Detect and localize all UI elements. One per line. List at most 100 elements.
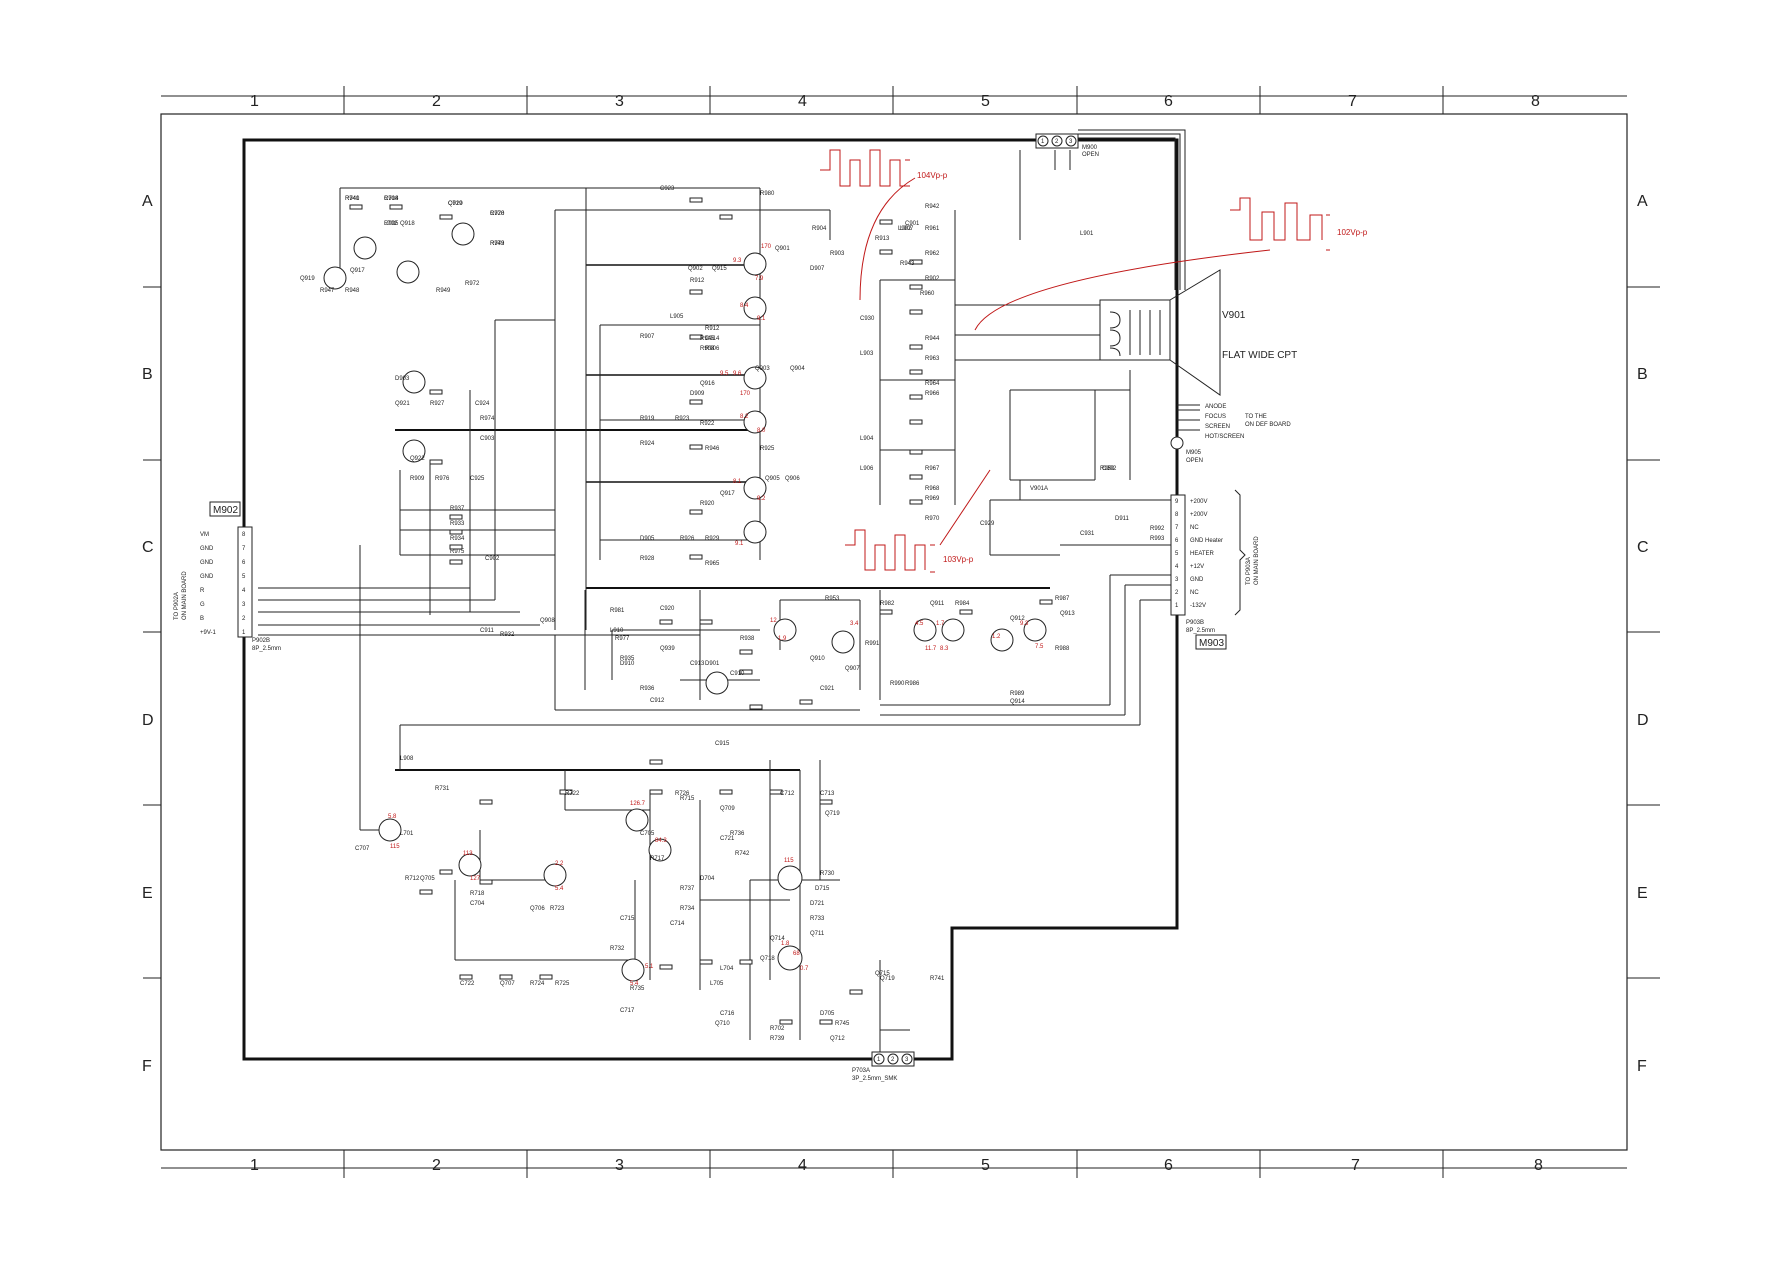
voltage-mark: 9.3 (1020, 621, 1029, 627)
voltage-mark: 12 (770, 618, 777, 624)
resistor-symbol (799, 699, 813, 705)
voltage-mark: 9.1 (735, 541, 744, 547)
transistor-q919 (396, 260, 420, 284)
resistor-symbol (689, 289, 703, 295)
component-label: D705 (820, 1011, 835, 1017)
resistor-symbol (419, 889, 433, 895)
component-label: R904 (812, 226, 827, 232)
right-pin-label: -132V (1190, 603, 1206, 609)
component-label: R969 (925, 496, 940, 502)
component-label: Q910 (810, 656, 825, 662)
resistors (349, 197, 1053, 1025)
voltage-mark: 1.9 (778, 636, 787, 642)
component-label: L905 (670, 314, 684, 320)
component-label: R736 (730, 831, 745, 837)
resistor-symbol (439, 869, 453, 875)
hot-screen-label: HOT/SCREEN (1205, 434, 1244, 440)
component-label: R912 (705, 326, 720, 332)
component-label: R988 (1055, 646, 1070, 652)
left-pin-label: GND (200, 560, 214, 566)
component-label: R950 (1100, 466, 1115, 472)
component-label: R726 (675, 791, 690, 797)
col-label-bottom-5: 5 (981, 1157, 990, 1174)
row-label-F: F (142, 1058, 152, 1075)
right-pin-numbers: 9 8 7 6 5 4 3 2 1 (1175, 499, 1179, 609)
row-label-right-B: B (1637, 366, 1648, 383)
voltage-mark: 3.4 (850, 621, 859, 627)
left-board-note-1: TO P902A (174, 592, 180, 620)
resistor-symbol (699, 619, 713, 625)
right-pin-label: +12V (1190, 564, 1204, 570)
component-label: R919 (640, 416, 655, 422)
row-label-C: C (142, 539, 154, 556)
m900-block: 1 2 3 M900 OPEN (1035, 129, 1186, 290)
resistor-symbol (389, 204, 403, 210)
component-label: D907 (810, 266, 825, 272)
transistor-q920 (451, 222, 475, 246)
resistor-symbol (719, 214, 733, 220)
voltage-mark: 1.8 (781, 941, 790, 947)
component-label: R909 (410, 476, 425, 482)
voltage-mark: 68 (793, 951, 800, 957)
column-labels-bottom: 1 2 3 4 5 6 7 8 (250, 1157, 1543, 1174)
transistor-q913 (990, 628, 1014, 652)
resistor-symbol (909, 309, 923, 315)
component-label: R906 (705, 346, 720, 352)
left-pin-label: G (200, 602, 205, 608)
component-label: Q710 (715, 1021, 730, 1027)
component-label: C713 (820, 791, 835, 797)
svg-text:3: 3 (1175, 577, 1179, 583)
row-label-D: D (142, 712, 154, 729)
component-label: R745 (835, 1021, 850, 1027)
col-label-2: 2 (432, 93, 441, 110)
voltage-mark: 170 (740, 391, 751, 397)
component-label: L903 (860, 351, 874, 357)
svg-text:6: 6 (242, 560, 246, 566)
component-label: R986 (905, 681, 920, 687)
resistor-symbol (739, 649, 753, 655)
col-label-7: 7 (1348, 93, 1357, 110)
voltage-mark: 1.2 (992, 634, 1001, 640)
voltage-mark: 7.5 (1035, 644, 1044, 650)
component-label: Q707 (500, 981, 515, 987)
left-pin-label: VM (200, 532, 209, 538)
component-label: R732 (610, 946, 625, 952)
component-label: Q706 (530, 906, 545, 912)
component-label: Q709 (720, 806, 735, 812)
top-grid-ticks (161, 86, 1627, 114)
component-label: Q922 (410, 456, 425, 462)
svg-text:5: 5 (1175, 551, 1179, 557)
transistor-q903 (743, 366, 767, 390)
crt-tube: V901 FLAT WIDE CPT (1099, 269, 1297, 396)
component-label: R928 (640, 556, 655, 562)
resistor-symbol (749, 704, 763, 710)
col-label-bottom-3: 3 (615, 1157, 624, 1174)
transistor-q910 (773, 618, 797, 642)
right-pin-label: +200V (1190, 512, 1208, 518)
component-label: R964 (925, 381, 940, 387)
resistor-symbol (479, 799, 493, 805)
component-label: R922 (700, 421, 715, 427)
component-label: C901 (905, 221, 920, 227)
component-label: R715 (680, 796, 695, 802)
m905-block: M905 OPEN ANODE FOCUS SCREEN HOT/SCREEN … (1170, 404, 1291, 464)
component-label: L907 (900, 226, 914, 232)
col-label-bottom-4: 4 (798, 1157, 807, 1174)
voltage-mark: 0.7 (800, 966, 809, 972)
component-label: R722 (565, 791, 580, 797)
transistor-q711 (777, 865, 803, 891)
transistor-q922 (402, 439, 426, 463)
component-label: R739 (770, 1036, 785, 1042)
transistor-q912 (941, 618, 965, 642)
component-label: R734 (680, 906, 695, 912)
component-label: Q914 (1010, 699, 1025, 705)
component-label: R938 (740, 636, 755, 642)
resistor-symbol (449, 544, 463, 550)
resistor-symbol (699, 959, 713, 965)
component-label: R961 (925, 226, 940, 232)
crt-desc: FLAT WIDE CPT (1222, 350, 1297, 361)
component-label: Q917 (720, 491, 735, 497)
to-tube-label-2: ON DEF BOARD (1245, 422, 1291, 428)
component-label: R972 (465, 281, 480, 287)
component-label: Q714 (770, 936, 785, 942)
